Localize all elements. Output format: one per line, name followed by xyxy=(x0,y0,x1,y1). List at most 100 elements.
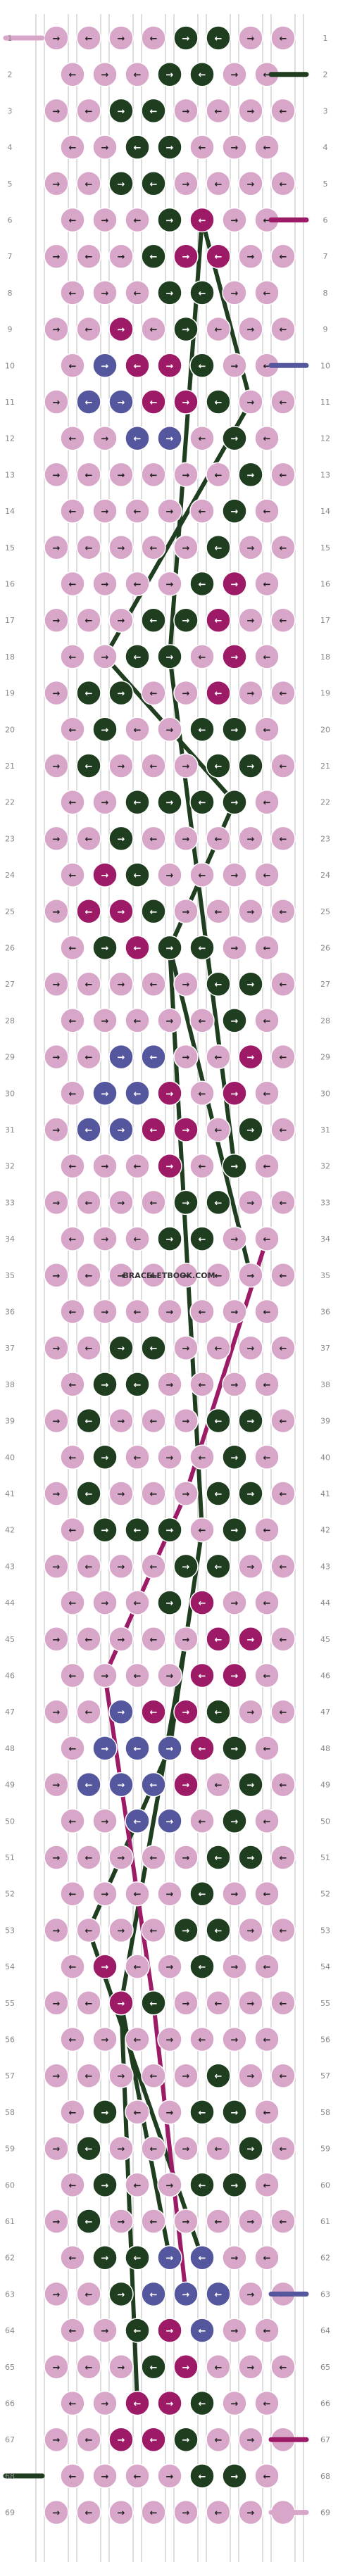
knot: ← xyxy=(141,1117,166,1142)
knot: → xyxy=(92,1954,118,1979)
knot-arrow: ← xyxy=(199,361,206,372)
knot: ← xyxy=(60,280,85,305)
knot-circle xyxy=(60,716,85,743)
knot: ← xyxy=(189,2100,215,2125)
knot-arrow: → xyxy=(182,1489,190,1500)
knot: ← xyxy=(141,535,166,560)
row-number-right: 68 xyxy=(320,2472,330,2481)
knot-arrow: → xyxy=(166,1162,174,1173)
knot: → xyxy=(92,1372,118,1397)
knot-circle xyxy=(157,1299,182,1325)
knot-arrow: → xyxy=(101,580,109,591)
knot: ← xyxy=(206,1553,231,1579)
knot-arrow: → xyxy=(166,1526,174,1536)
knot-circle xyxy=(157,1153,182,1179)
knot-circle xyxy=(60,1662,85,1688)
knot-arrow: ← xyxy=(85,834,93,845)
knot-arrow: ← xyxy=(263,361,271,372)
knot-circle xyxy=(125,353,150,379)
knot-arrow: → xyxy=(247,616,255,626)
knot-circle xyxy=(141,1408,166,1434)
knot-arrow: → xyxy=(101,2472,109,2482)
knot-arrow: → xyxy=(182,252,190,263)
knot-circle xyxy=(206,1263,231,1288)
knot-arrow: ← xyxy=(69,1089,77,1099)
knot-circle xyxy=(157,2318,182,2343)
knot-circle xyxy=(60,1299,85,1325)
knot-circle xyxy=(238,244,263,269)
knot-arrow: ← xyxy=(280,1198,287,1208)
knot-arrow: ← xyxy=(134,944,142,954)
row-number-left: 35 xyxy=(5,1271,15,1280)
knot-arrow: → xyxy=(166,143,174,153)
knot-circle xyxy=(44,1845,69,1870)
knot-circle xyxy=(206,2427,231,2452)
knot: → xyxy=(173,2499,199,2525)
knot-arrow: → xyxy=(101,871,109,881)
watermark: BRACELETBOOK.COM xyxy=(123,1271,215,1280)
knot: → xyxy=(238,2499,263,2525)
knot-circle xyxy=(173,1990,199,2016)
knot: → xyxy=(92,2100,118,2125)
knot-circle xyxy=(222,789,247,815)
knot-circle xyxy=(270,1335,296,1360)
knot-circle xyxy=(206,1917,231,1943)
row-number-right: 15 xyxy=(320,543,330,553)
knot: → xyxy=(44,2135,69,2161)
knot-circle xyxy=(157,353,182,379)
knot-circle xyxy=(108,2063,134,2088)
knot-circle xyxy=(108,1917,134,1943)
knot-arrow: ← xyxy=(69,434,77,445)
knot-circle xyxy=(76,1189,101,1216)
knot-circle xyxy=(141,389,166,415)
knot-circle xyxy=(206,1335,231,1360)
knot: → xyxy=(222,1954,247,1979)
knot: ← xyxy=(270,462,296,488)
knot: ← xyxy=(76,1263,101,1288)
knot: → xyxy=(222,789,247,815)
row-number-right: 52 xyxy=(320,1890,330,1899)
knot-circle xyxy=(173,1772,199,1798)
knot: → xyxy=(92,1444,118,1470)
knot: ← xyxy=(76,462,101,488)
knot: → xyxy=(108,1699,134,1724)
knot: → xyxy=(238,753,263,778)
knot: ← xyxy=(76,25,101,51)
knot-arrow: → xyxy=(182,325,190,336)
row-number-right: 17 xyxy=(320,616,330,625)
knot-arrow: ← xyxy=(199,944,206,954)
knot-circle xyxy=(92,1080,118,1106)
knot: → xyxy=(92,2172,118,2198)
knot-circle xyxy=(189,1881,215,1907)
knot-circle xyxy=(238,2354,263,2380)
knot: ← xyxy=(125,425,150,451)
knot: ← xyxy=(141,389,166,415)
knot-circle xyxy=(222,61,247,87)
knot-circle xyxy=(189,571,215,597)
knot-arrow: ← xyxy=(280,2363,287,2373)
knot: → xyxy=(238,1627,263,1652)
knot-arrow: ← xyxy=(280,106,287,117)
knot-circle xyxy=(141,171,166,196)
knot-circle xyxy=(222,134,247,160)
knot: ← xyxy=(206,1627,231,1652)
knot: → xyxy=(108,2209,134,2234)
knot-circle xyxy=(125,425,150,451)
knot: ← xyxy=(206,680,231,706)
knot-arrow: ← xyxy=(263,289,271,299)
knot-arrow: ← xyxy=(134,2035,142,2046)
knot: → xyxy=(92,789,118,815)
row-number-right: 50 xyxy=(320,1817,330,1826)
knot: → xyxy=(92,2318,118,2343)
row-number-right: 67 xyxy=(320,2435,330,2444)
knot-arrow: ← xyxy=(215,1053,223,1063)
knot-arrow: → xyxy=(182,1053,190,1063)
knot-circle xyxy=(222,353,247,379)
knot-circle xyxy=(141,2281,166,2307)
knot-arrow: → xyxy=(53,252,61,263)
knot-circle xyxy=(254,2318,280,2343)
knot-circle xyxy=(173,462,199,488)
knot-circle xyxy=(206,535,231,560)
knot-arrow: → xyxy=(182,2363,190,2373)
knot-arrow: ← xyxy=(150,252,158,263)
